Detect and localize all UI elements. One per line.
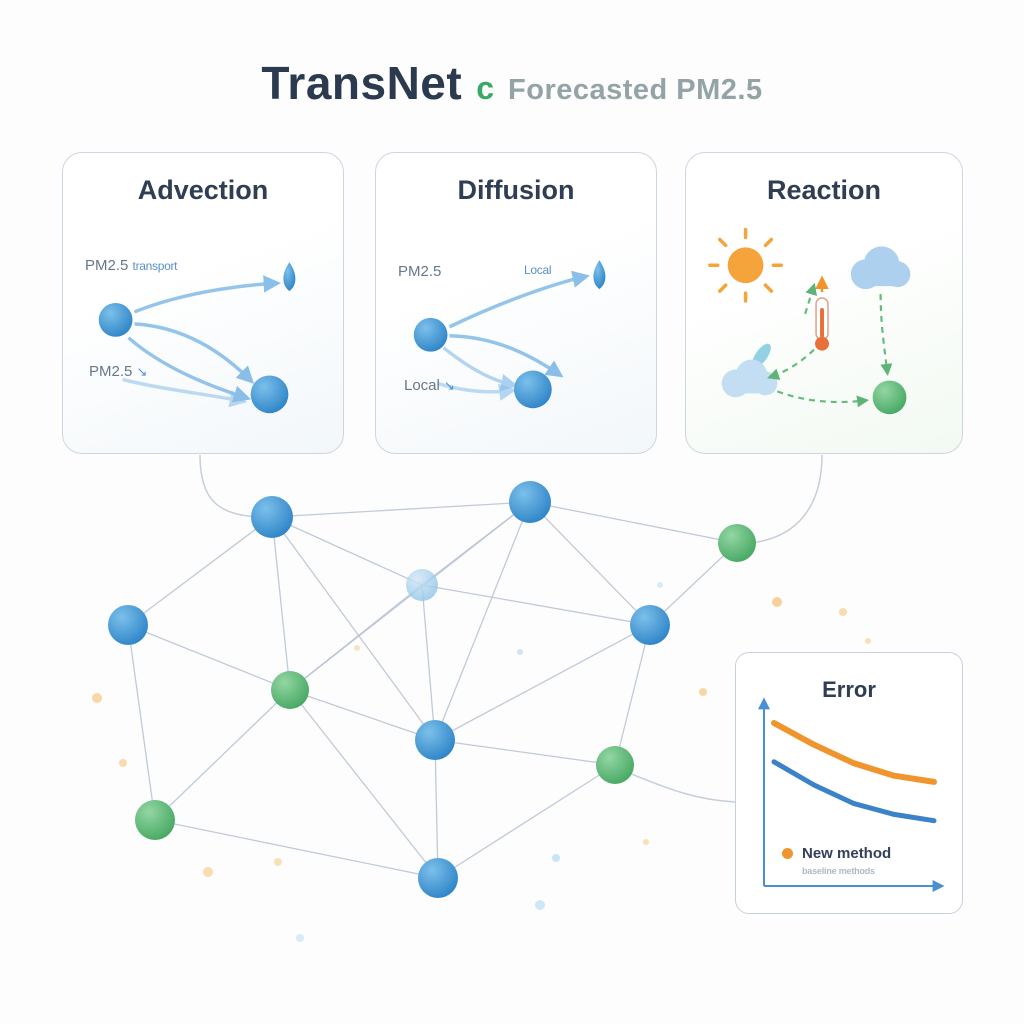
advection-arrows bbox=[122, 275, 281, 408]
figure-title: TransNet bbox=[261, 57, 463, 109]
connector-line bbox=[199, 454, 263, 518]
network-node bbox=[108, 605, 148, 645]
error-panel: Error New method baseline methods bbox=[735, 652, 963, 914]
advection-note: transport bbox=[132, 259, 178, 273]
diffusion-node bbox=[413, 317, 448, 352]
droplet-icon bbox=[283, 262, 296, 292]
droplet-icon bbox=[593, 260, 606, 290]
error-title: Error bbox=[822, 677, 876, 702]
panel-advection: Advection PM2.5 transport PM2.5 ↘ bbox=[62, 152, 344, 454]
sun-icon bbox=[708, 227, 784, 303]
thermometer-icon bbox=[815, 275, 829, 351]
network-node bbox=[718, 524, 756, 562]
network-node bbox=[251, 496, 293, 538]
legend-label: New method bbox=[802, 845, 892, 862]
panel-diffusion-title: Diffusion bbox=[457, 175, 575, 205]
network-node bbox=[630, 605, 670, 645]
error-curves bbox=[771, 720, 937, 824]
cloud-icon bbox=[850, 246, 911, 290]
diffusion-arrows bbox=[437, 270, 590, 401]
reaction-node bbox=[872, 380, 907, 415]
panel-diffusion: Diffusion PM2.5 Local Local ↘ bbox=[375, 152, 657, 454]
connector-line bbox=[621, 769, 736, 803]
decorative-dots bbox=[92, 582, 871, 942]
diffusion-node bbox=[514, 370, 552, 409]
diffusion-illustration bbox=[413, 260, 606, 409]
advection-node bbox=[250, 375, 289, 414]
c-mark-icon: c bbox=[476, 70, 495, 106]
diffusion-label-local-2: Local ↘ bbox=[404, 377, 455, 394]
network-node bbox=[135, 800, 175, 840]
reaction-arrows bbox=[767, 282, 893, 408]
arrow-icon: ↘ bbox=[136, 364, 148, 379]
network-edges bbox=[127, 501, 738, 879]
network-node bbox=[596, 746, 634, 784]
reaction-illustration bbox=[708, 227, 911, 415]
legend-dot bbox=[782, 848, 793, 859]
diffusion-label-pm25: PM2.5 bbox=[398, 263, 442, 280]
network-node bbox=[509, 481, 551, 523]
error-chart bbox=[758, 697, 945, 892]
arrow-icon: ↘ bbox=[444, 378, 455, 393]
error-curve bbox=[771, 759, 937, 824]
diffusion-label-local: Local bbox=[524, 263, 552, 277]
advection-label-pm25-2: PM2.5 ↘ bbox=[89, 363, 148, 380]
network-node bbox=[406, 569, 438, 601]
panel-reaction: Reaction bbox=[685, 152, 963, 454]
network-nodes bbox=[108, 481, 756, 898]
network-node bbox=[271, 671, 309, 709]
network-node bbox=[415, 720, 455, 760]
network-node bbox=[418, 858, 458, 898]
error-curve bbox=[771, 720, 937, 785]
panel-reaction-title: Reaction bbox=[766, 175, 882, 205]
chart-legend: New method bbox=[782, 845, 891, 862]
legend-sub-label: baseline methods bbox=[802, 866, 875, 876]
advection-label-pm25: PM2.5 transport bbox=[85, 257, 178, 274]
connector-line bbox=[749, 454, 823, 544]
figure-subtitle: Forecasted PM2.5 bbox=[508, 74, 763, 106]
wind-cloud-icon bbox=[721, 343, 778, 398]
header: TransNet c Forecasted PM2.5 bbox=[0, 56, 1024, 110]
advection-illustration bbox=[98, 262, 296, 414]
advection-node bbox=[98, 303, 133, 337]
panel-advection-title: Advection bbox=[137, 175, 269, 205]
